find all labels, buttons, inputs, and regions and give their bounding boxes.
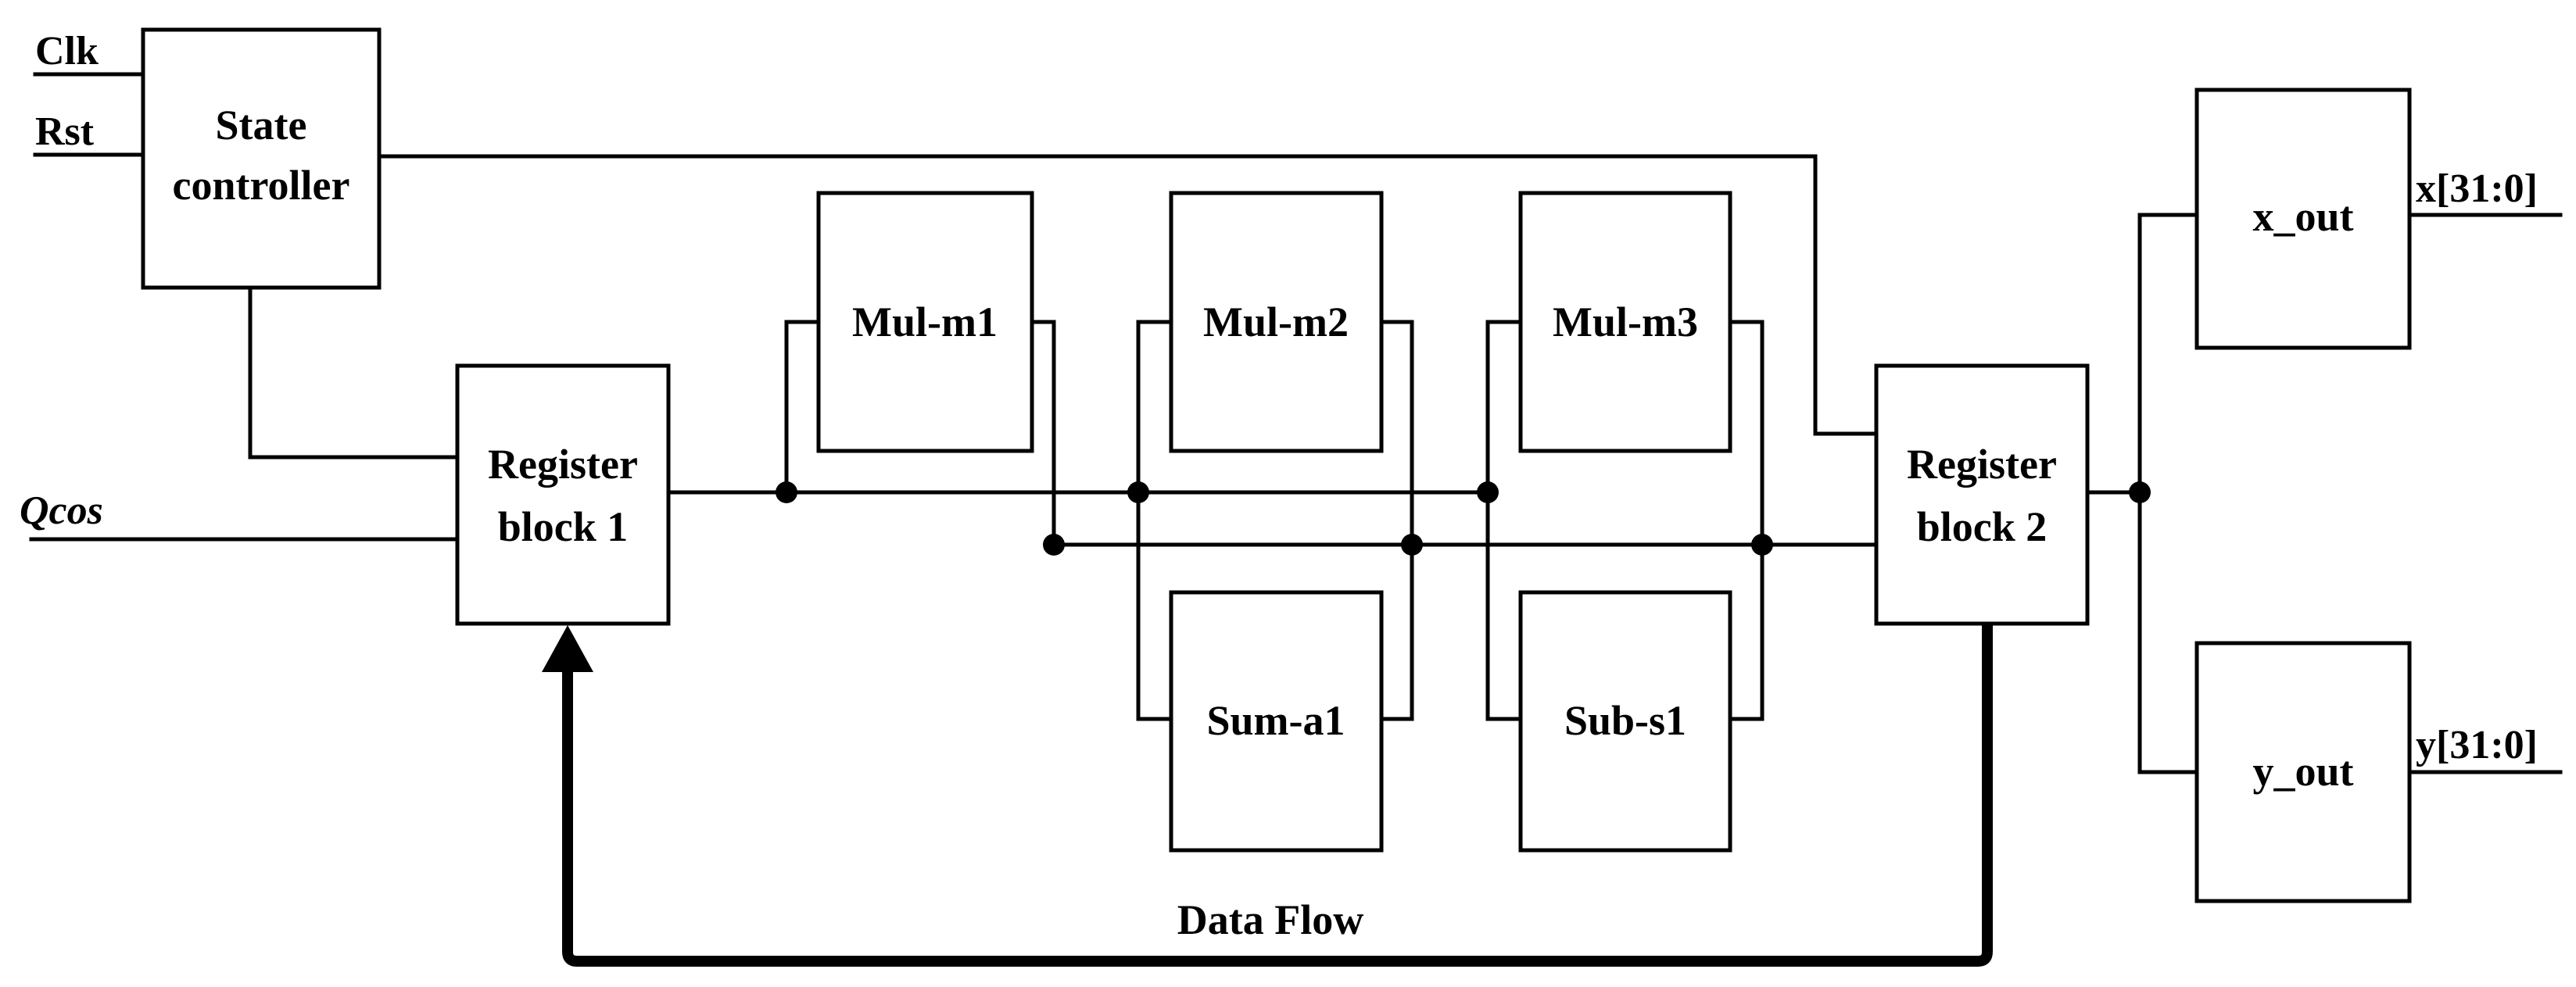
sub-s1-out-wire	[1728, 542, 1765, 721]
state-controller-label-line1: State	[216, 102, 307, 148]
data-flow-feedback: Data Flow	[542, 616, 1993, 967]
clk-input-label: Clk	[35, 29, 99, 73]
mul-m1-out-wire	[1030, 320, 1056, 547]
mul-m1-block: Mul-m1	[816, 191, 1034, 453]
rst-input-label: Rst	[35, 109, 95, 154]
junction-dot	[1401, 534, 1423, 556]
mul-m2-in-wire	[1136, 320, 1173, 495]
sum-a1-out-wire	[1379, 542, 1414, 721]
x-out-branch-wire	[2137, 213, 2199, 495]
junction-dot	[1127, 481, 1149, 503]
x-output-label: x[31:0]	[2416, 166, 2538, 211]
mul-m3-label: Mul-m3	[1553, 299, 1698, 345]
x-out-block: x_out	[2194, 88, 2412, 350]
y-out-label: y_out	[2252, 748, 2353, 795]
mul-m1-label: Mul-m1	[852, 299, 998, 345]
data-flow-label: Data Flow	[1177, 896, 1363, 943]
register-block-2-label-line1: Register	[1907, 441, 2057, 488]
mul-m2-label: Mul-m2	[1203, 299, 1349, 345]
x-out-label: x_out	[2252, 193, 2353, 240]
state-controller-block: State controller	[141, 27, 382, 290]
mul-m2-block: Mul-m2	[1169, 191, 1384, 453]
sub-s1-label: Sub-s1	[1564, 697, 1686, 744]
register-block-1: Register block 1	[455, 363, 671, 626]
data-flow-path	[562, 616, 1993, 967]
sum-a1-label: Sum-a1	[1206, 697, 1345, 744]
state-controller-label-line2: controller	[173, 162, 350, 209]
register-block-1-label-line1: Register	[488, 441, 638, 488]
mul-m3-block: Mul-m3	[1518, 191, 1732, 453]
sub-s1-block: Sub-s1	[1518, 590, 1732, 853]
sum-a1-block: Sum-a1	[1169, 590, 1384, 853]
sub-s1-in-wire	[1485, 490, 1523, 721]
ctrl-to-reg2-wire	[377, 154, 1879, 436]
mul-m3-in-wire	[1485, 320, 1523, 495]
y-out-branch-wire	[2137, 490, 2199, 774]
mul-m3-out-wire	[1728, 320, 1765, 547]
mul-m1-in-wire	[784, 320, 821, 495]
mul-m2-out-wire	[1379, 320, 1414, 547]
junction-dot	[2129, 481, 2151, 503]
sum-a1-in-wire	[1136, 490, 1173, 721]
junction-dot	[1751, 534, 1773, 556]
register-block-2: Register block 2	[1874, 363, 2090, 626]
junction-dot	[776, 481, 797, 503]
junctions	[776, 481, 2151, 556]
qcos-input-label: Qcos	[20, 488, 103, 533]
register-block-2-label-line2: block 2	[1917, 503, 2048, 550]
ctrl-to-reg1-wire	[248, 285, 460, 460]
port-labels: Clk Rst Qcos x[31:0] y[31:0]	[20, 29, 2538, 767]
data-flow-arrowhead	[542, 625, 593, 672]
wires	[29, 72, 2563, 774]
junction-dot	[1477, 481, 1499, 503]
junction-dot	[1043, 534, 1065, 556]
y-output-label: y[31:0]	[2416, 723, 2538, 767]
y-out-block: y_out	[2194, 641, 2412, 903]
register-block-1-label-line2: block 1	[498, 503, 629, 550]
